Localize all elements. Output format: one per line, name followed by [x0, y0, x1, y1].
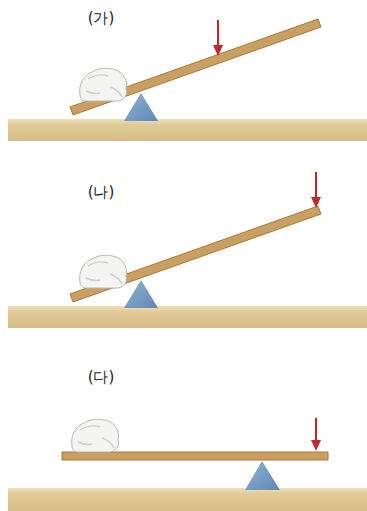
lever-board — [62, 452, 328, 460]
lever-panel-c — [8, 418, 367, 511]
lever-board — [70, 206, 321, 302]
arrowhead — [311, 440, 321, 451]
arrowhead — [213, 45, 223, 56]
fulcrum — [124, 280, 158, 308]
panel-label: (나) — [88, 183, 115, 201]
lever-board — [70, 19, 321, 115]
force-arrow — [315, 172, 317, 199]
rock — [80, 255, 127, 288]
ground — [8, 306, 367, 328]
force-arrow — [315, 418, 317, 442]
ground — [8, 488, 367, 511]
force-arrow — [217, 20, 219, 47]
panel-label: (가) — [88, 9, 115, 27]
arrowhead — [311, 197, 321, 208]
rock — [72, 419, 119, 452]
rock — [80, 68, 127, 101]
ground — [8, 119, 367, 141]
lever-panel-a — [8, 19, 367, 141]
lever-panel-b — [8, 172, 367, 328]
fulcrum — [245, 461, 280, 490]
panel-label: (다) — [88, 368, 115, 386]
fulcrum — [124, 93, 158, 121]
